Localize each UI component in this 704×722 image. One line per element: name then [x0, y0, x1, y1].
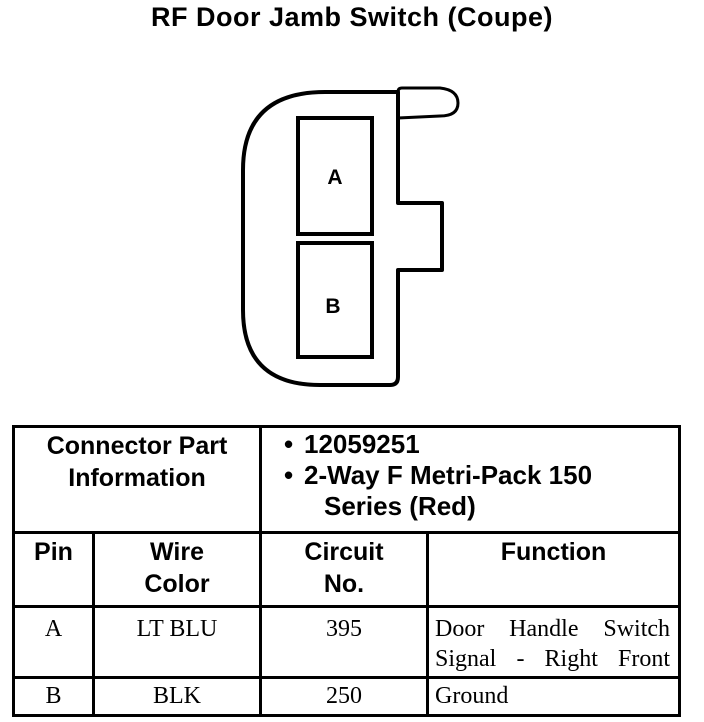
connector-series: Series (Red)	[324, 491, 476, 521]
cavity-b	[296, 241, 374, 359]
part-info-label: Connector Part Information	[12, 425, 262, 534]
cavity-a	[296, 116, 374, 236]
circuit-cell: 395	[259, 605, 429, 679]
cavity-a-label: A	[327, 166, 342, 189]
pin-cell: A	[12, 605, 95, 679]
wire-color-cell: BLK	[92, 676, 262, 717]
function-cell: Ground	[425, 676, 682, 717]
header-row: Pin Wire Color Circuit No. Function	[12, 531, 682, 608]
header-circuit-no: Circuit No.	[259, 531, 429, 608]
table-row: A LT BLU 395 Door Handle Switch Signal -…	[12, 605, 682, 679]
connector-diagram: A B	[241, 86, 460, 387]
part-info-row: Connector Part Information •12059251 •2-…	[12, 425, 682, 534]
connector-latch	[396, 86, 460, 120]
diagram-title: RF Door Jamb Switch (Coupe)	[150, 2, 553, 32]
wire-color-cell: LT BLU	[92, 605, 262, 679]
connector-type: •2-Way F Metri-Pack 150	[284, 460, 593, 490]
pin-cell: B	[12, 676, 95, 717]
header-function: Function	[425, 531, 682, 608]
header-wire-color: Wire Color	[92, 531, 262, 608]
function-cell: Door Handle Switch Signal - Right Front	[425, 605, 682, 679]
circuit-cell: 250	[259, 676, 429, 717]
connector-housing	[241, 90, 444, 387]
header-pin: Pin	[12, 531, 95, 608]
cavity-b-label: B	[325, 295, 340, 318]
part-info-values: •12059251 •2-Way F Metri-Pack 150 Series…	[258, 425, 682, 534]
part-number: •12059251	[284, 429, 420, 459]
connector-table: Connector Part Information •12059251 •2-…	[12, 425, 682, 717]
table-row: B BLK 250 Ground	[12, 676, 682, 717]
